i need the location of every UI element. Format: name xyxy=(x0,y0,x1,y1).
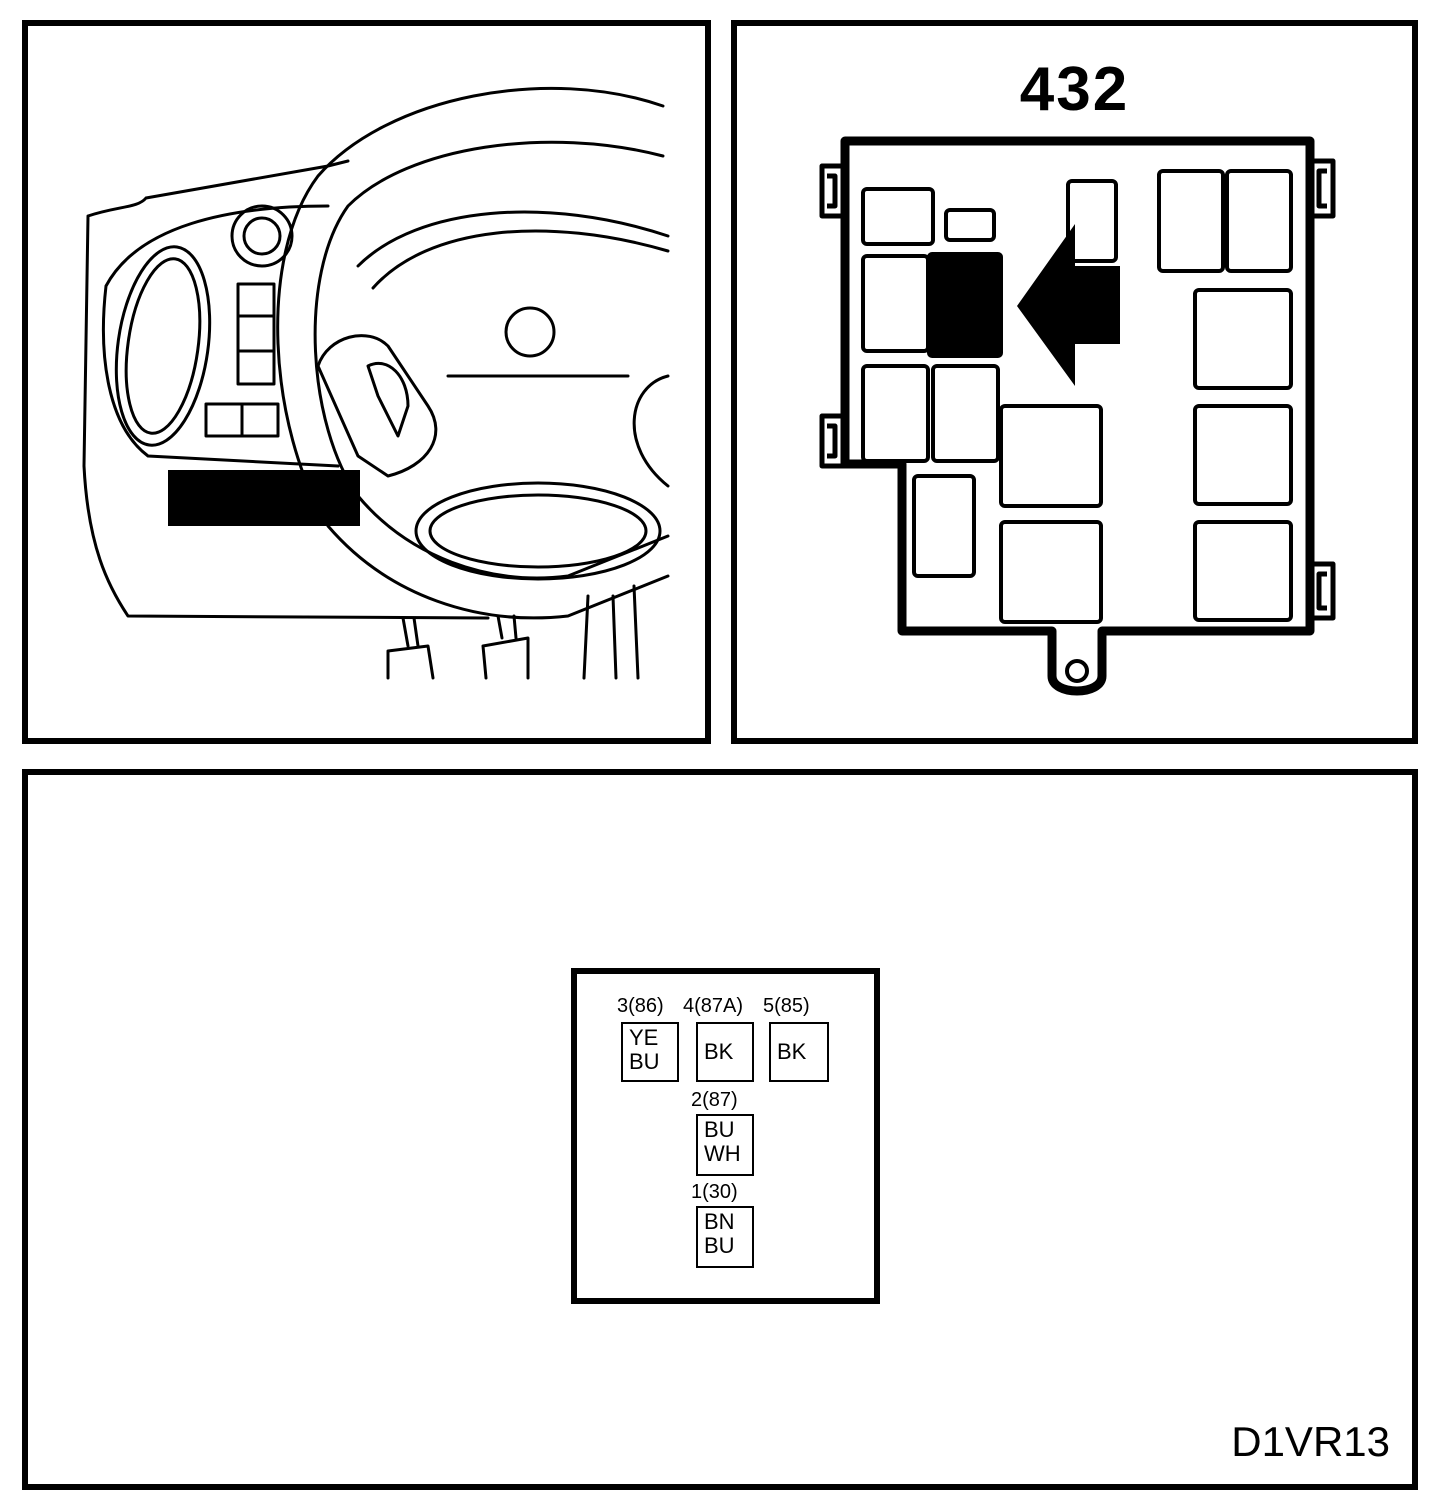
pin-3-terminal: YE BU xyxy=(621,1022,679,1082)
pin-2-wire-2: WH xyxy=(704,1141,741,1166)
pin-1-terminal: BN BU xyxy=(696,1206,754,1268)
dashboard-illustration xyxy=(82,86,670,680)
pin-1-label: 1(30) xyxy=(691,1181,738,1203)
figure-code: D1VR13 xyxy=(1231,1418,1390,1465)
relay-slot xyxy=(1066,179,1118,263)
steering-wheel-rim xyxy=(276,86,670,620)
pin-3-label: 3(86) xyxy=(617,995,664,1017)
relay-slot xyxy=(1193,288,1293,390)
pin-1-wire-1: BN xyxy=(704,1209,735,1234)
dashboard-location-panel xyxy=(22,20,711,744)
left-vent xyxy=(114,245,212,447)
pedal-left xyxy=(386,616,435,680)
fuse-box-number: 432 xyxy=(1019,55,1130,124)
relay-slot xyxy=(999,520,1103,624)
pin-2-terminal: BU WH xyxy=(696,1114,754,1176)
pin-3-wire-1: YE xyxy=(629,1025,659,1050)
pin-4-wire-1: BK xyxy=(704,1039,734,1064)
connector-face: 3(86) 4(87A) 5(85) YE BU BK BK 2(87) BU … xyxy=(571,968,880,1304)
pointer-arrow xyxy=(1017,224,1120,386)
column-stalk xyxy=(316,334,438,478)
relay-slot xyxy=(944,208,996,242)
mount-tab-right-bottom xyxy=(1310,561,1336,621)
relay-slot xyxy=(931,364,1000,463)
relay-slot xyxy=(1193,520,1293,622)
relay-box-outline xyxy=(840,136,1315,696)
relay-slot xyxy=(1193,404,1293,506)
relay-slot xyxy=(861,364,930,463)
relay-slot xyxy=(999,404,1103,508)
connector-pinout-panel: 3(86) 4(87A) 5(85) YE BU BK BK 2(87) BU … xyxy=(22,769,1418,1490)
pin-4-label: 4(87A) xyxy=(683,995,744,1017)
relay-slot xyxy=(1157,169,1225,273)
pin-2-wire-1: BU xyxy=(704,1117,735,1142)
pin-5-terminal: BK xyxy=(769,1022,829,1082)
relay-box-illustration xyxy=(819,136,1336,696)
mount-tab-right-top xyxy=(1310,158,1336,219)
fuse-box-location-highlight xyxy=(168,470,360,526)
relay-slot xyxy=(912,474,976,578)
pin-4-terminal: BK xyxy=(696,1022,754,1082)
highlighted-relay xyxy=(927,252,1003,358)
relay-box-panel: 432 xyxy=(731,20,1418,744)
relay-slot xyxy=(861,254,930,353)
pin-5-label: 5(85) xyxy=(763,995,810,1017)
control-knob xyxy=(230,204,294,268)
pin-5-wire-1: BK xyxy=(777,1039,807,1064)
pin-1-wire-2: BU xyxy=(704,1233,735,1258)
relay-slot xyxy=(1225,169,1293,273)
relay-slot xyxy=(861,187,935,246)
instrument-cluster xyxy=(101,204,340,468)
mount-tab-left-bottom xyxy=(819,413,845,469)
switch-panel xyxy=(236,282,276,386)
pin-3-wire-2: BU xyxy=(629,1049,660,1074)
pin-2-label: 2(87) xyxy=(691,1089,738,1111)
pedal-middle xyxy=(481,614,530,680)
mount-tab-left-top xyxy=(819,163,845,219)
dashboard-outline xyxy=(82,159,490,620)
horn-button xyxy=(504,306,556,358)
lower-spoke xyxy=(414,481,662,581)
